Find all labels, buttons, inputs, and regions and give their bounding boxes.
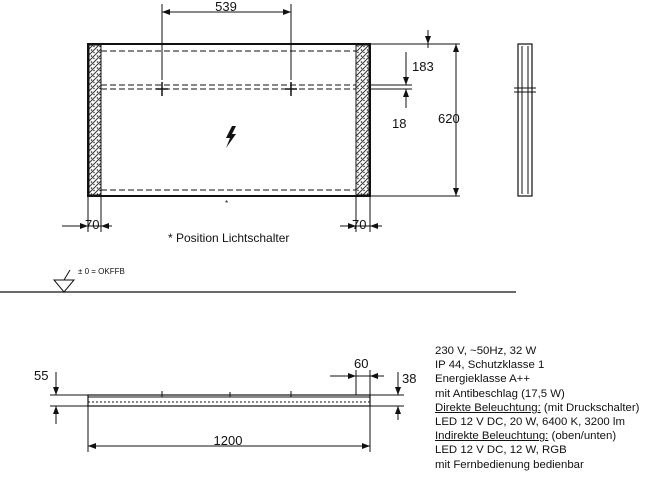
spec-protection: IP 44, Schutzklasse 1 — [435, 359, 545, 372]
dim-70-left-label: 70 — [85, 217, 99, 232]
mirror-outline — [87, 43, 371, 197]
floor-reference: ± 0 = OKFFB — [0, 267, 516, 293]
dim-18-label: 18 — [392, 116, 406, 131]
dim-55-label: 55 — [34, 368, 48, 383]
left-light-strip — [88, 44, 102, 196]
top-view — [87, 391, 371, 407]
dim-620-label: 620 — [438, 111, 460, 126]
spec-indirect-led: LED 12 V DC, 12 W, RGB — [435, 444, 567, 457]
dim-thickness: 38 — [370, 371, 416, 420]
spec-direct-lighting: Direkte Beleuchtung: (mit Druckschalter) — [435, 401, 639, 415]
dim-width: 1200 — [87, 406, 371, 452]
spec-power: 230 V, ~50Hz, 32 W — [435, 345, 537, 357]
dim-depth: 55 — [34, 368, 88, 424]
dim-left-margin: 70 — [62, 196, 112, 232]
dim-switch-spacing: 539 — [161, 0, 292, 80]
dim-70-right-label: 70 — [352, 217, 366, 232]
side-view — [514, 43, 536, 197]
dim-38-label: 38 — [402, 371, 416, 386]
dim-height: 620 — [370, 43, 460, 197]
spec-remote: mit Fernbedienung bedienbar — [435, 458, 584, 471]
spec-indirect-lighting: Indirekte Beleuchtung: (oben/unten) — [435, 429, 639, 443]
dim-183-label: 183 — [412, 59, 434, 74]
dim-1200-label: 1200 — [214, 433, 243, 448]
dim-60-label: 60 — [354, 356, 368, 371]
light-switch-icon — [226, 126, 236, 148]
indirect-lighting-label: Indirekte Beleuchtung: — [435, 430, 549, 443]
dim-539-label: 539 — [215, 0, 237, 14]
direct-lighting-suffix: (mit Druckschalter) — [540, 401, 640, 414]
switch-position-note: * Position Lichtschalter — [168, 231, 289, 245]
spec-direct-led: LED 12 V DC, 20 W, 6400 K, 3200 lm — [435, 416, 625, 429]
dim-offset: 60 — [330, 356, 384, 395]
switch-asterisk: * — [225, 199, 228, 208]
right-mount-point — [285, 82, 297, 96]
front-view: * — [87, 43, 371, 208]
dim-right-margin: 70 — [340, 196, 382, 232]
left-mount-point — [156, 82, 168, 96]
spec-antifog: mit Antibeschlag (17,5 W) — [435, 387, 565, 400]
specifications: 230 V, ~50Hz, 32 W IP 44, Schutzklasse 1… — [435, 344, 639, 472]
spec-energy-class: Energieklasse A++ — [435, 373, 530, 386]
dim-top-offset: 183 18 — [370, 30, 434, 131]
floor-label: ± 0 = OKFFB — [78, 267, 125, 276]
indirect-lighting-suffix: (oben/unten) — [548, 430, 617, 443]
direct-lighting-label: Direkte Beleuchtung: — [435, 401, 541, 414]
right-light-strip — [355, 44, 370, 196]
